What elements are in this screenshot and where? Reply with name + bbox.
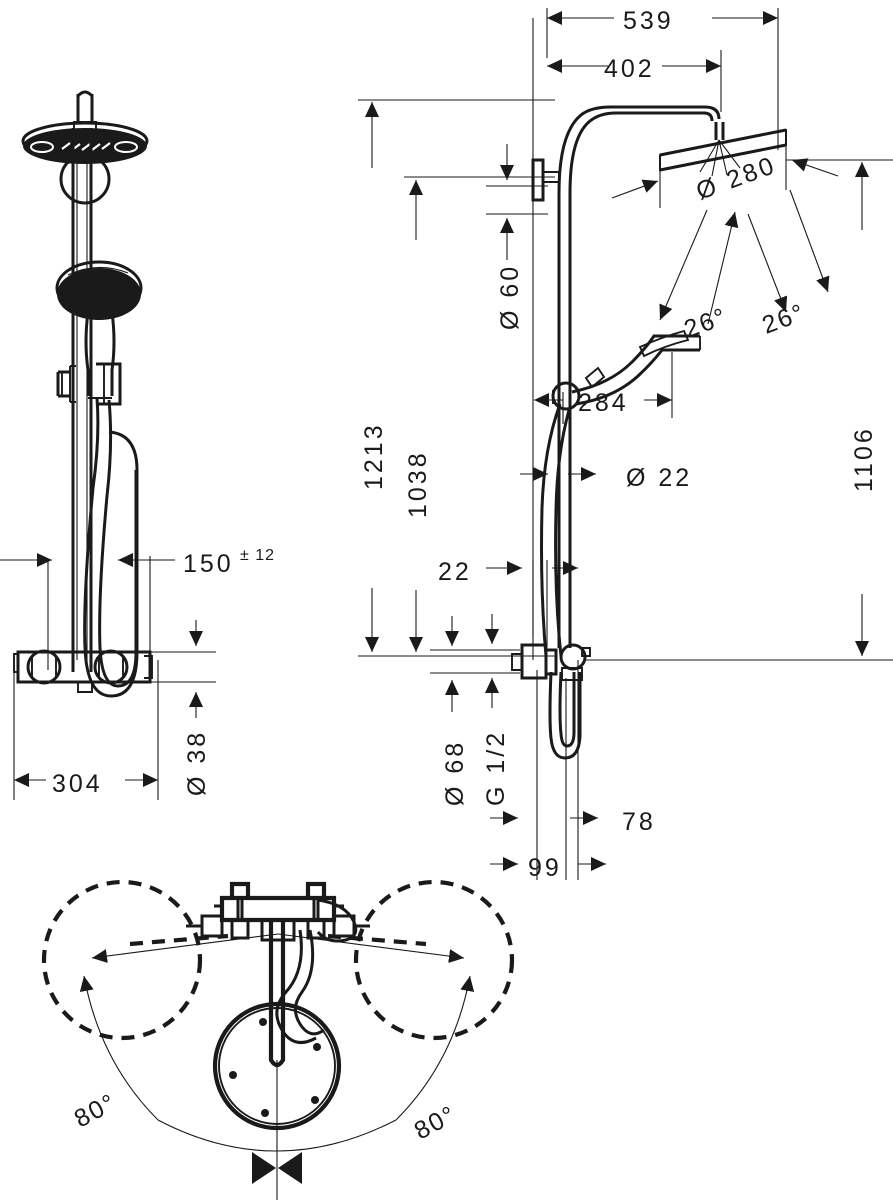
dim-304-label: 304: [52, 770, 103, 798]
swivel-arm-right: [327, 933, 427, 947]
dim-539: [546, 8, 779, 150]
dim-38: [148, 620, 216, 718]
dim-99: [490, 660, 606, 880]
dim-22: [486, 560, 578, 646]
dim-26-right-label: 26°: [758, 298, 809, 339]
angle-arc-bottom: [157, 1119, 397, 1152]
dim-280-label: Ø 280: [692, 151, 780, 206]
dim-1106-label: 1106: [850, 426, 878, 492]
dim-1106: [786, 159, 893, 656]
dim-150-tolerance: ± 12: [240, 547, 275, 564]
dim-26-right-leaders: [747, 189, 830, 313]
dim-1038-label: 1038: [404, 450, 432, 518]
plan-valve-body: [186, 881, 370, 943]
angle-right-label: 80°: [410, 1100, 462, 1145]
plan-view-graphic: [41, 879, 515, 1200]
dim-60: [486, 144, 560, 260]
dim-150: [0, 553, 175, 670]
dim-1213: [358, 99, 555, 657]
dim-38-label: Ø 38: [183, 730, 211, 796]
dim-99-label: 99: [528, 854, 562, 882]
angle-arc-right: [395, 975, 475, 1121]
dim-68: [430, 616, 520, 712]
swivel-circle-right: [353, 879, 515, 1041]
side-elevation-shower-graphic: [511, 18, 893, 760]
dim-284-label: 284: [578, 389, 629, 417]
dim-78-label: 78: [622, 808, 656, 836]
angle-left-label: 80°: [70, 1088, 122, 1133]
swivel-arm-left: [129, 933, 229, 947]
swivel-circle-left: [41, 879, 203, 1041]
angle-arc-left: [79, 975, 159, 1121]
dim-284: [534, 352, 673, 424]
dim-22-dia-label: Ø 22: [626, 464, 692, 492]
front-elevation-shower-graphic: [13, 90, 153, 698]
dim-539-label: 539: [623, 7, 674, 35]
dim-60-label: Ø 60: [496, 264, 524, 330]
dim-g12-label: G 1/2: [482, 730, 510, 806]
dim-402: [547, 50, 722, 112]
dim-150-label: 150: [183, 550, 234, 578]
dim-304: [13, 660, 159, 800]
dim-22-label: 22: [438, 558, 472, 586]
dim-26-left-label: 26°: [680, 302, 731, 343]
dim-402-label: 402: [604, 55, 655, 83]
dim-26-left-leaders: [659, 209, 739, 325]
dim-280-leaders: [611, 145, 839, 208]
dim-68-label: Ø 68: [441, 740, 469, 806]
dim-1213-label: 1213: [360, 422, 388, 490]
dim-78: [490, 670, 598, 880]
dim-1038: [404, 176, 555, 652]
